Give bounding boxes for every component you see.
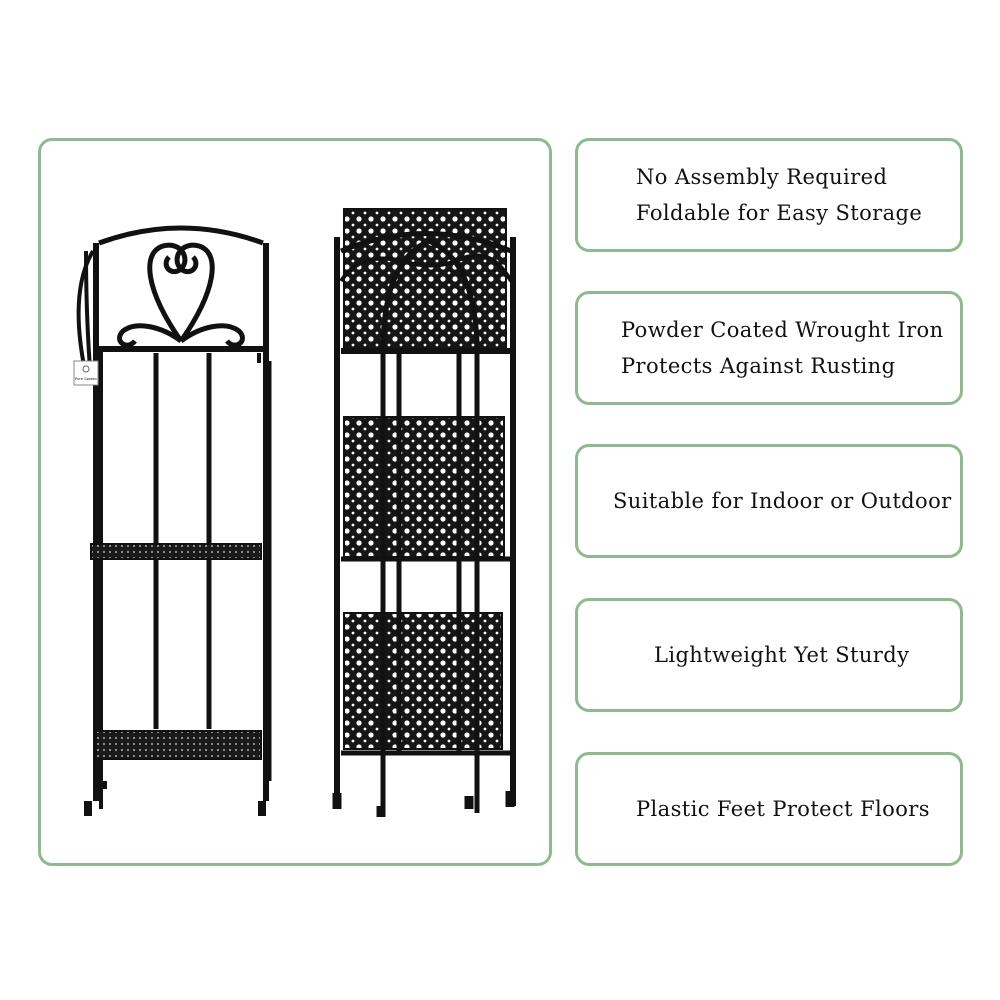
product-illustration: Pure Garden: [73, 208, 516, 817]
feature-text: Plastic Feet Protect Floors: [636, 797, 930, 821]
feature-text: Foldable for Easy Storage: [636, 201, 923, 225]
folded-shelf-right: [332, 208, 516, 817]
feature-card-indoor-outdoor: Suitable for Indoor or Outdoor: [575, 444, 963, 558]
feature-text: Lightweight Yet Sturdy: [654, 643, 910, 667]
product-image-panel: Pure Garden: [38, 138, 552, 866]
open-shelf-left: [76, 225, 272, 816]
feature-text: Suitable for Indoor or Outdoor: [613, 489, 952, 513]
feature-card-plastic-feet: Plastic Feet Protect Floors: [575, 752, 963, 866]
feature-text: Powder Coated Wrought Iron: [621, 318, 944, 342]
heart-scroll-ornament: [117, 242, 245, 348]
middle-mesh-shelf: [90, 543, 262, 560]
top-lattice-panel: [343, 208, 507, 350]
middle-lattice-panel: [343, 416, 505, 558]
feature-card-lightweight: Lightweight Yet Sturdy: [575, 598, 963, 712]
feature-text: Protects Against Rusting: [621, 354, 896, 378]
bottom-mesh-shelf: [95, 730, 262, 760]
feature-card-assembly: No Assembly Required Foldable for Easy S…: [575, 138, 963, 252]
brand-hang-tag: Pure Garden: [73, 360, 99, 386]
tag-brand-text: Pure Garden: [75, 377, 97, 381]
feature-card-material: Powder Coated Wrought Iron Protects Agai…: [575, 291, 963, 405]
feature-text: No Assembly Required: [636, 165, 888, 189]
